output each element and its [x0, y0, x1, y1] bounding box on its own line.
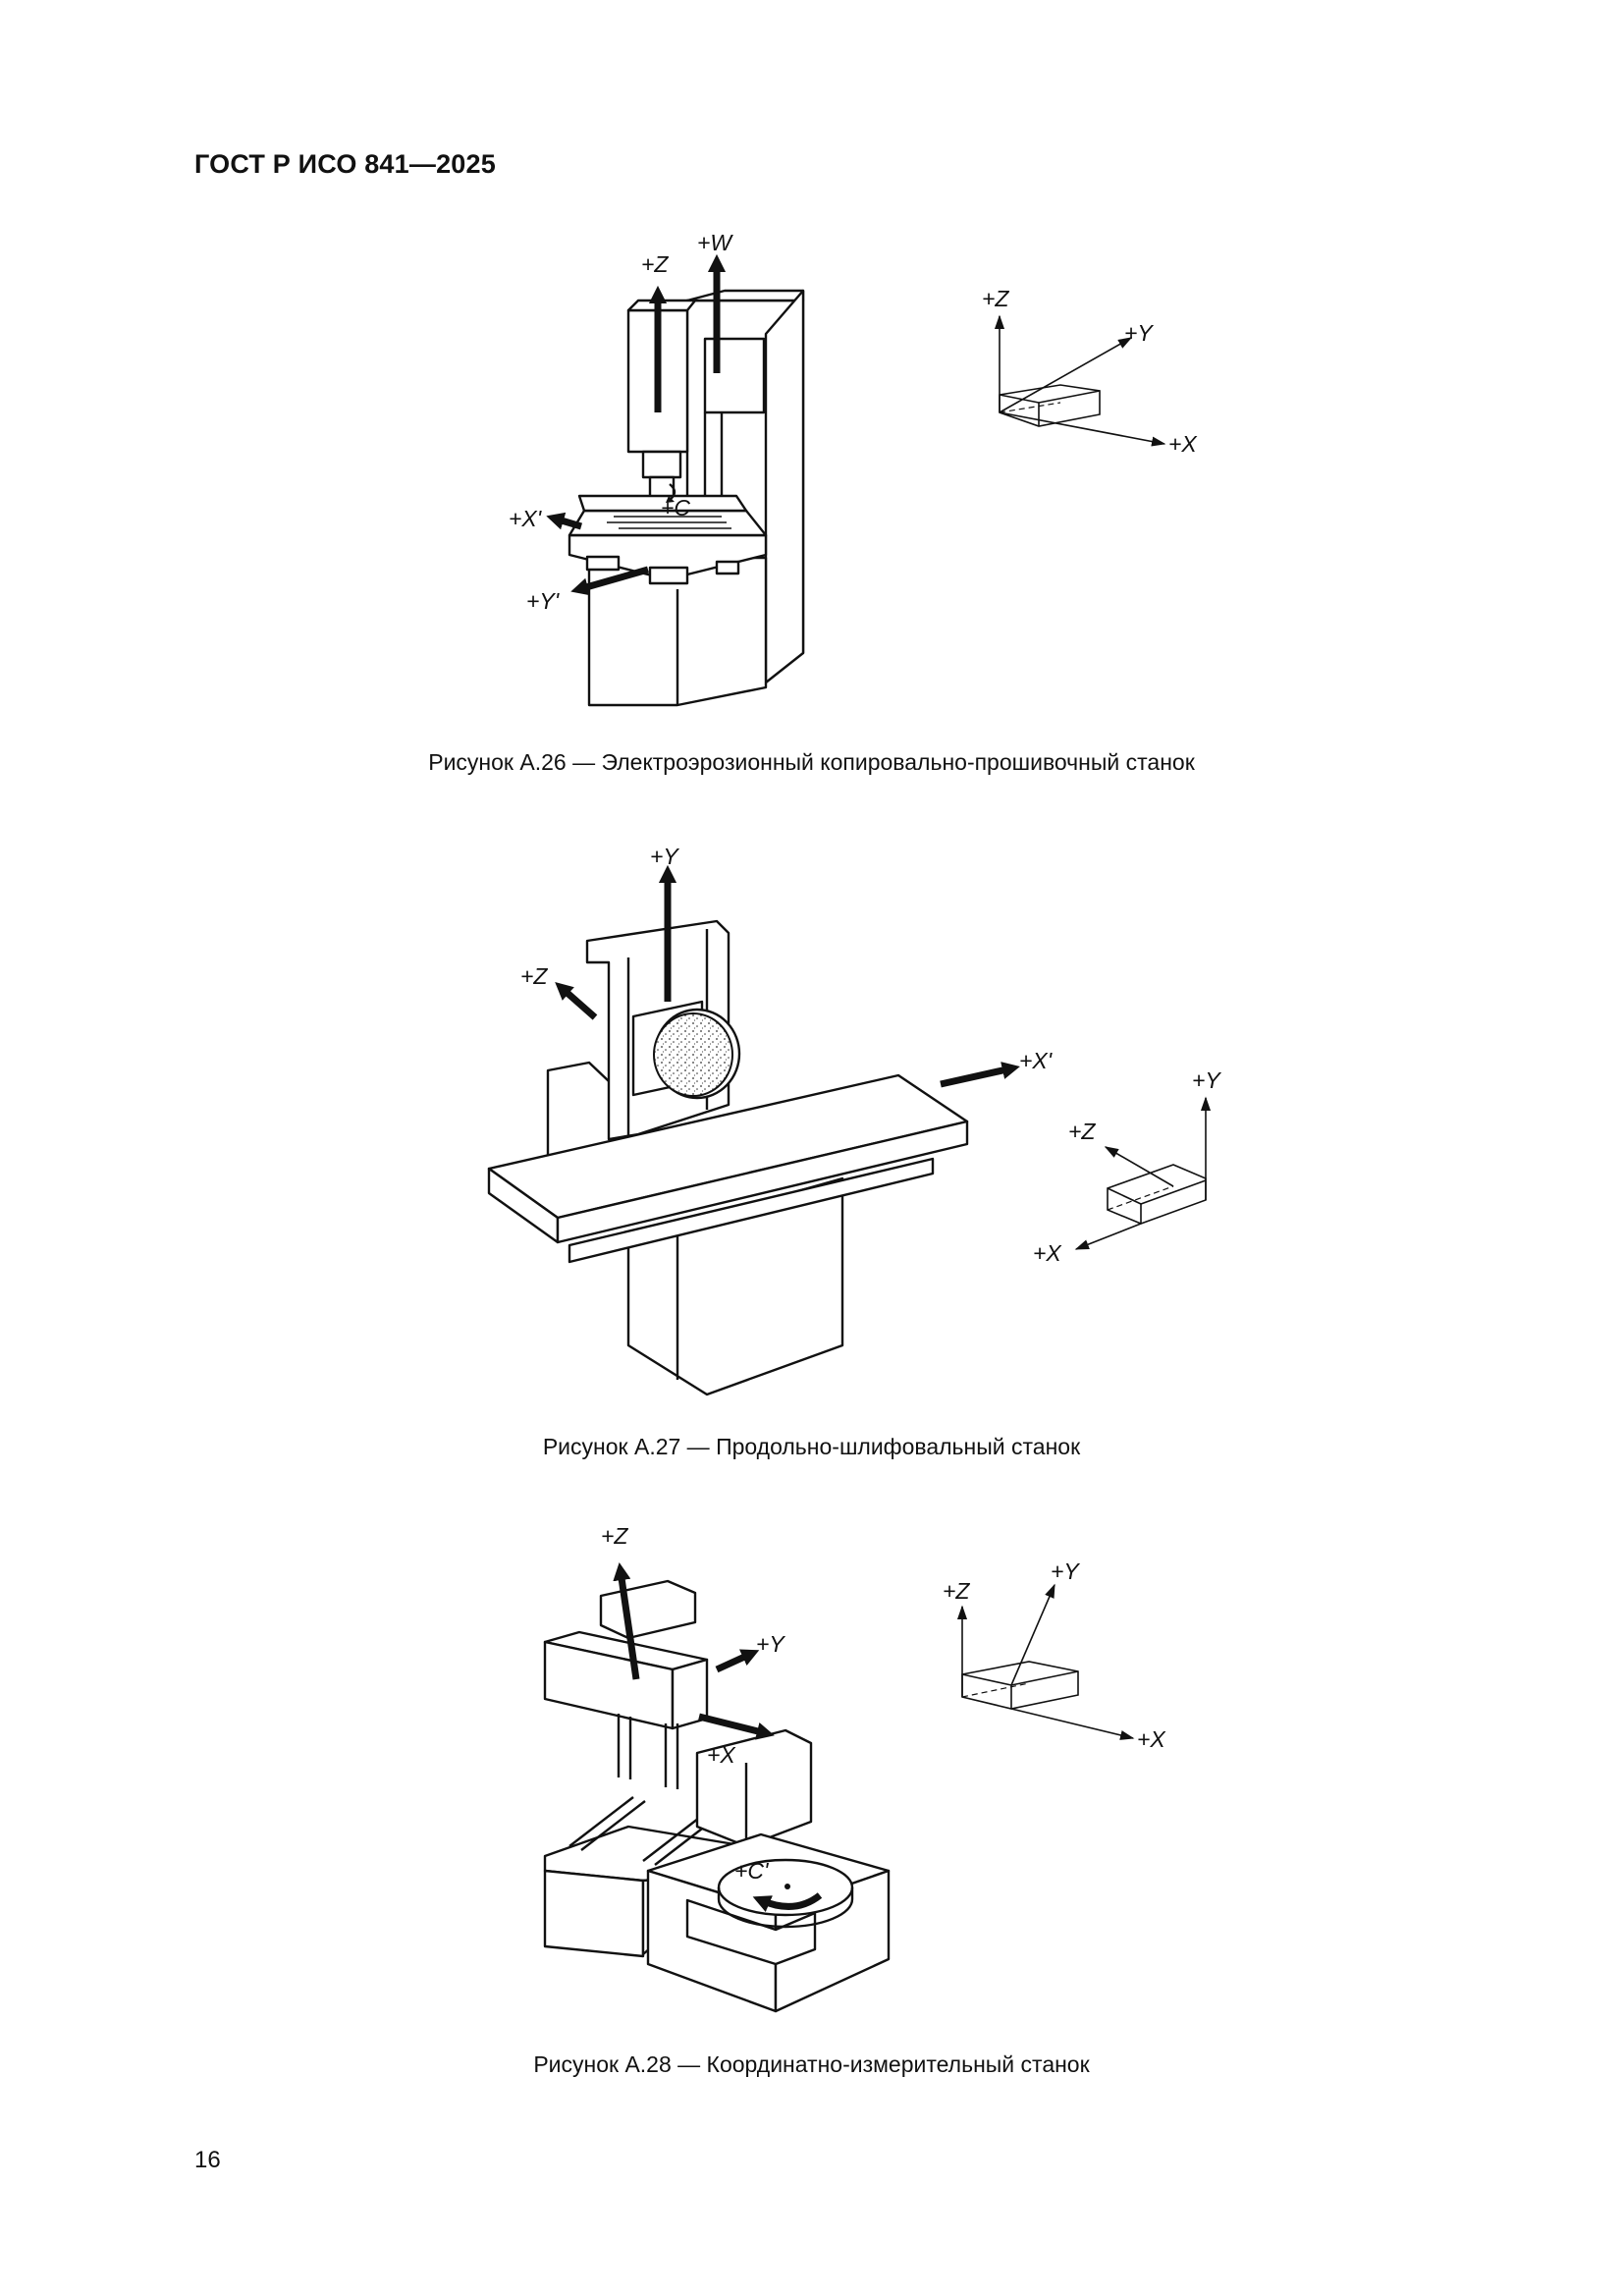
fig27-axis-z: +Z [1068, 1119, 1096, 1144]
figure-a26-machine [546, 253, 805, 707]
document-header: ГОСТ Р ИСО 841—2025 [194, 149, 496, 179]
fig27-label-z: +Z [520, 963, 548, 989]
fig27-axis-x: +X [1033, 1240, 1062, 1266]
figure-a27-axes [1074, 1096, 1212, 1250]
fig28-axis-z: +Z [943, 1578, 970, 1604]
fig28-label-z: +Z [601, 1523, 628, 1549]
figure-a28-caption: Рисунок А.28 — Координатно-измерительный… [533, 2051, 1090, 2077]
figure-a27-machine [487, 864, 1020, 1396]
fig26-label-c: +C [661, 495, 690, 520]
fig28-label-y: +Y [756, 1631, 785, 1657]
figure-a26-caption: Рисунок А.26 — Электроэрозионный копиров… [428, 749, 1195, 775]
fig26-axis-x: +X [1168, 431, 1198, 457]
fig26-axis-y: +Y [1124, 320, 1154, 346]
fig26-label-w: +W [697, 230, 733, 255]
fig28-label-c: +C' [734, 1858, 770, 1884]
fig27-label-y: +Y [650, 844, 679, 869]
fig26-label-y: +Y' [526, 588, 561, 614]
fig26-label-x: +X' [509, 506, 543, 531]
page-number: 16 [194, 2147, 221, 2173]
fig27-label-x: +X' [1019, 1048, 1054, 1073]
figure-a28-axes [956, 1583, 1135, 1740]
fig26-label-z: +Z [641, 251, 669, 277]
fig27-axis-y: +Y [1192, 1067, 1221, 1093]
fig26-axis-z: +Z [982, 286, 1009, 311]
fig28-axis-y: +Y [1051, 1558, 1080, 1584]
figure-a28-machine [543, 1561, 891, 2013]
figure-a26-axes [994, 314, 1166, 447]
fig28-axis-x: +X [1137, 1726, 1166, 1752]
figure-a27-caption: Рисунок А.27 — Продольно-шлифовальный ст… [542, 1434, 1081, 1459]
fig28-label-x: +X [707, 1742, 736, 1768]
